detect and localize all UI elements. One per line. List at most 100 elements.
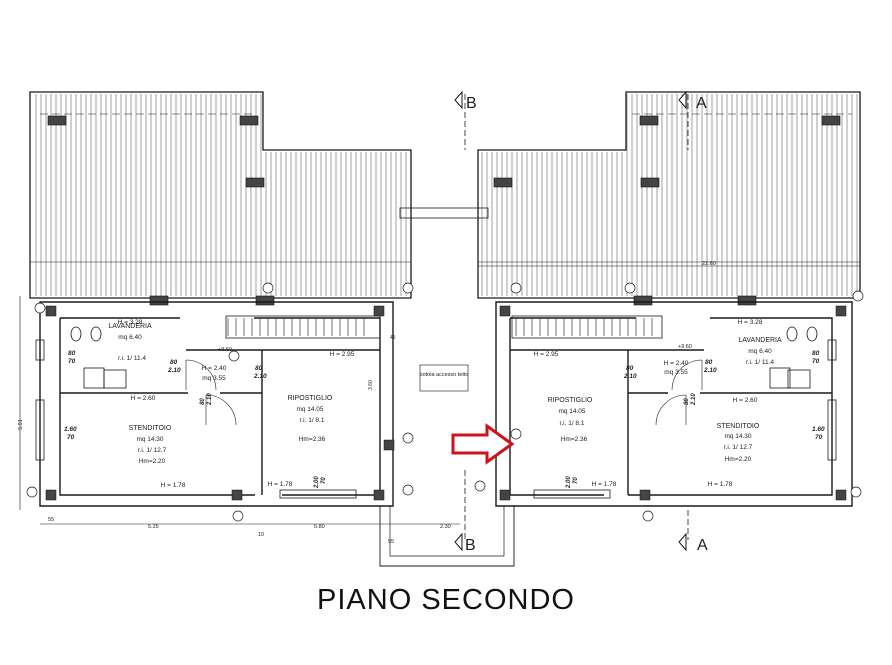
- label-level-right: +9.60: [678, 344, 692, 350]
- dim-55-mid: 55: [388, 539, 394, 545]
- column: [499, 305, 511, 317]
- column: [639, 489, 651, 501]
- column: [835, 305, 847, 317]
- label-lavanderia-area-left: mq 6.40: [118, 334, 142, 341]
- column: [373, 305, 385, 317]
- label-stenditoio-h1-right: H = 2.60: [733, 397, 758, 404]
- roof-right: [477, 91, 861, 299]
- roof-vent: [239, 115, 259, 126]
- section-marker: [454, 532, 463, 552]
- roof-vent: [149, 295, 169, 306]
- washing-machine: [83, 367, 105, 389]
- dim-55-left: 55: [48, 517, 54, 523]
- window-label-80-right: 80: [812, 350, 820, 357]
- label-ripostiglio-h2-left: H = 1.78: [268, 481, 293, 488]
- window-label-80-left: 80: [68, 350, 76, 357]
- dim-2260: 22.60: [702, 261, 716, 267]
- door-swing: [671, 359, 703, 391]
- marker-circle: [642, 510, 654, 522]
- marker-circle: [402, 484, 414, 496]
- door-label-rot-3: 2.00: [314, 476, 320, 489]
- roof-vent: [821, 115, 841, 126]
- roof-vent: [737, 295, 757, 306]
- door-label-80b-right: 80: [626, 365, 634, 372]
- floor-outline-left: [39, 301, 394, 507]
- column: [45, 489, 57, 501]
- marker-circle: [232, 510, 244, 522]
- label-disimpegno-h-right: H = 2.40: [664, 360, 689, 367]
- roof-vent: [245, 177, 265, 188]
- walls: [39, 115, 853, 567]
- door-label-80b-left: 80: [255, 365, 263, 372]
- window-label-160-right: 1.60: [812, 426, 825, 433]
- column: [45, 305, 57, 317]
- marker-circle: [624, 282, 636, 294]
- door-label-210-right: 2.10: [703, 367, 717, 374]
- marker-circle: [510, 428, 522, 440]
- section-marker: [678, 532, 687, 552]
- door-label-80-right: 80: [705, 359, 713, 366]
- label-ripostiglio-area-left: mq 14.05: [296, 406, 323, 413]
- label-stenditoio-h1-left: H = 2.60: [131, 395, 156, 402]
- dim-591: 5.91: [18, 419, 24, 430]
- marker-circle: [34, 302, 46, 314]
- label-stenditoio-area-left: mq 14.30: [136, 436, 163, 443]
- dim-10: 10: [258, 532, 264, 538]
- label-lavanderia-h-right: H = 3.28: [738, 319, 763, 326]
- toilet-icon: [70, 326, 82, 342]
- red-arrow-icon: [451, 423, 515, 465]
- bidet-icon: [806, 326, 818, 342]
- window-bottom: [533, 489, 611, 499]
- door-label-rot-6: 2.10: [691, 393, 697, 406]
- label-stenditoio-ri-left: r.i. 1/ 12.7: [138, 447, 167, 454]
- door-swing: [655, 394, 687, 426]
- label-stenditoio-area-right: mq 14.30: [724, 433, 751, 440]
- bidet-icon: [90, 326, 102, 342]
- label-ripostiglio-right: RIPOSTIGLIO: [548, 397, 593, 404]
- landing-inner: [389, 506, 505, 557]
- door-label-rot-5: 80: [684, 398, 690, 405]
- label-ripostiglio-hm-left: Hm=2.36: [299, 436, 326, 443]
- marker-circle: [474, 480, 486, 492]
- dim-580: 5.80: [314, 524, 325, 530]
- dim-525: 5.25: [148, 524, 159, 530]
- section-b-top: B: [466, 95, 477, 112]
- column: [383, 439, 395, 451]
- inner-walls-right: [509, 317, 833, 496]
- section-marker: [454, 90, 463, 110]
- door-label-rot-4: 70: [321, 477, 327, 484]
- label-lavanderia-ri-right: r.i. 1/ 11.4: [746, 359, 774, 366]
- hatch-note: botola accesso tetto: [420, 372, 469, 378]
- door-label-rot-8: 70: [573, 477, 579, 484]
- label-lavanderia-area-right: mq 6.40: [748, 348, 772, 355]
- roof-vent: [639, 115, 659, 126]
- label-ripostiglio-h2-right: H = 1.78: [592, 481, 617, 488]
- roof-vent: [493, 177, 513, 188]
- door-label-80-left: 80: [170, 359, 178, 366]
- dim-45: 45: [390, 335, 396, 341]
- partition-walls-right: [510, 349, 832, 495]
- label-disimpegno-area-right: mq 3.55: [664, 369, 688, 376]
- marker-circle: [510, 282, 522, 294]
- marker-circle: [228, 350, 240, 362]
- window-label-70-left: 70: [68, 358, 76, 365]
- sink: [787, 369, 811, 389]
- window-side: [827, 339, 837, 361]
- label-disimpegno-area-left: mq 3.55: [202, 375, 226, 382]
- window-label-70b-right: 70: [815, 434, 823, 441]
- stair-right: [511, 315, 663, 339]
- label-lavanderia-ri-left: r.i. 1/ 11.4: [118, 355, 146, 362]
- door-swing: [205, 394, 237, 426]
- door-label-210-left: 2.10: [167, 367, 181, 374]
- label-ripostiglio-h1-left: H = 2.95: [330, 351, 355, 358]
- label-ripostiglio-area-right: mq 14.05: [558, 408, 585, 415]
- landing: [379, 506, 515, 567]
- marker-circle: [852, 290, 864, 302]
- door-label-rot-2: 2.10: [207, 393, 213, 406]
- label-stenditoio-h2-right: H = 1.78: [708, 481, 733, 488]
- roof-vent: [633, 295, 653, 306]
- marker-circle: [262, 282, 274, 294]
- plan-title: PIANO SECONDO: [317, 584, 575, 616]
- roof-outline-right: [477, 91, 861, 299]
- hatch-note-box: [419, 364, 469, 392]
